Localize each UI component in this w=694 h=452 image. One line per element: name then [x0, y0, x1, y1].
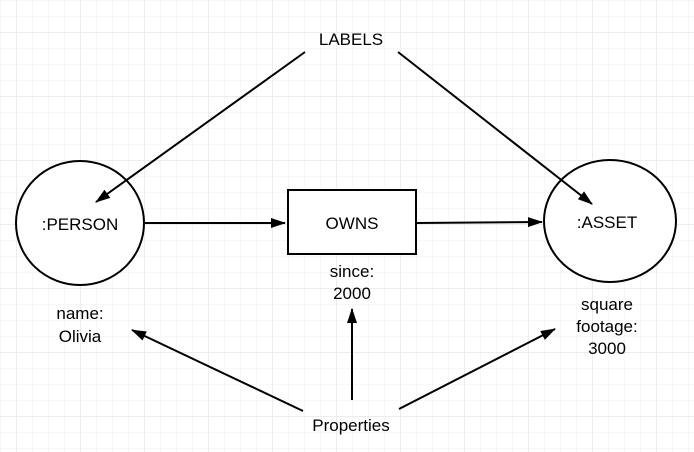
footage-property-line2: footage:	[576, 317, 637, 336]
since-property-line1: since:	[330, 262, 374, 281]
name-property-line1: name:	[56, 304, 103, 323]
name-property-line2: Olivia	[59, 327, 102, 346]
labels-to-person-arrow	[95, 51, 306, 203]
footage-property-line3: 3000	[588, 339, 626, 358]
asset-node-label: :ASSET	[577, 213, 637, 232]
properties-to-footage-arrow	[398, 328, 556, 410]
owns-to-asset-arrow	[416, 217, 543, 228]
owns-label: OWNS	[326, 214, 379, 233]
properties-to-name-arrow	[131, 329, 304, 412]
labels-to-asset-arrow	[397, 51, 593, 205]
owns-relationship-box	[287, 189, 417, 255]
person-node	[15, 160, 145, 286]
labels-title: LABELS	[319, 30, 383, 49]
asset-node	[543, 159, 677, 283]
footage-property-line1: square	[581, 295, 633, 314]
properties-title: Properties	[312, 416, 389, 435]
person-node-label: :PERSON	[42, 215, 119, 234]
since-property-line2: 2000	[333, 284, 371, 303]
